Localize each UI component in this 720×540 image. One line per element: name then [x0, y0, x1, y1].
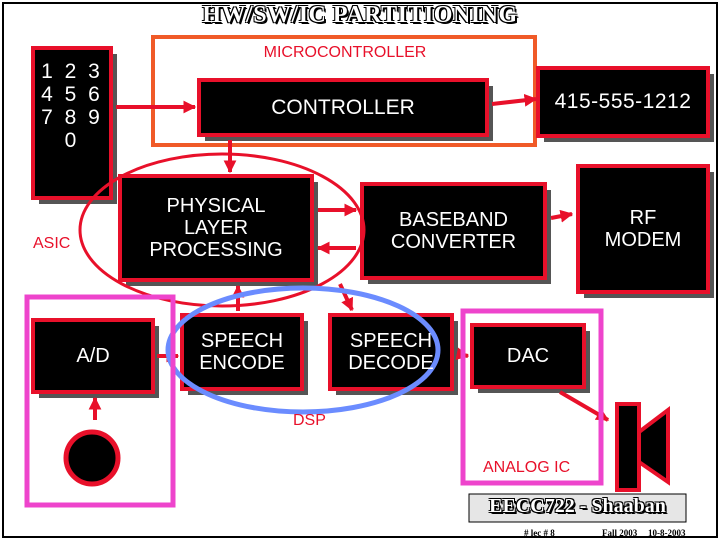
- microcontroller-region: [151, 35, 537, 147]
- arrow-controller-phone: [491, 93, 538, 107]
- block-shapes: [31, 46, 714, 398]
- speech-decode-label: SPEECH DECODE: [330, 315, 452, 389]
- analog-ic-label: ANALOG IC: [483, 459, 571, 476]
- baseband-block: [360, 182, 547, 280]
- page-title: HW/SW/IC PARTITIONING: [202, 2, 518, 28]
- footer-course: EECC722 - Shaaban: [489, 495, 666, 517]
- controller-label: CONTROLLER: [271, 95, 415, 119]
- footer-lecture: # lec # 8: [524, 528, 555, 538]
- speaker-icon: [615, 402, 670, 492]
- footer-date: 10-8-2003: [648, 528, 686, 538]
- rf-modem-label: RF MODEM: [578, 166, 708, 292]
- keypad-keys: 1 2 3 4 5 6 7 8 9 0: [33, 60, 111, 152]
- asic-region: [78, 152, 366, 308]
- speech-encode-block: [180, 313, 304, 391]
- keypad-row-3: 7 8 9: [41, 106, 103, 129]
- rf-modem-line-2: MODEM: [604, 229, 682, 251]
- rf-modem-line-1: RF: [629, 207, 657, 229]
- physical-layer-block: [118, 174, 314, 282]
- dac-label: DAC: [506, 345, 550, 367]
- rf-modem-block: [576, 164, 710, 294]
- dac-block: [470, 323, 586, 389]
- physical-layer-line-1: PHYSICAL: [166, 195, 266, 217]
- controller-block: [197, 78, 489, 137]
- phone-number-label: 415-555-1212: [554, 90, 692, 114]
- ad-label: A/D: [76, 345, 110, 367]
- speech-encode-line-1: SPEECH: [200, 330, 284, 352]
- speech-decode-line-2: DECODE: [348, 352, 434, 374]
- footer-box: [468, 493, 687, 523]
- dsp-region: [165, 285, 441, 415]
- keypad-row-1: 1 2 3: [41, 60, 103, 83]
- speech-encode-line-2: ENCODE: [199, 352, 285, 374]
- baseband-line-1: BASEBAND: [399, 209, 508, 231]
- phone-display-block: [536, 66, 710, 138]
- ad-block: [31, 318, 155, 394]
- physical-layer-label: PHYSICAL LAYER PROCESSING: [120, 176, 312, 280]
- speech-encode-label: SPEECH ENCODE: [182, 315, 302, 389]
- analog-ic-region-left: [24, 294, 176, 508]
- physical-layer-line-3: PROCESSING: [149, 239, 283, 261]
- microphone-icon: [63, 429, 121, 487]
- keypad-row-4: 0: [64, 129, 80, 152]
- analog-ic-region-right: [460, 308, 604, 486]
- dsp-label: DSP: [293, 412, 326, 429]
- keypad-block: [31, 46, 113, 200]
- baseband-line-2: CONVERTER: [390, 231, 517, 253]
- baseband-label: BASEBAND CONVERTER: [362, 184, 545, 278]
- speech-decode-line-1: SPEECH: [349, 330, 433, 352]
- microcontroller-label: MICROCONTROLLER: [263, 44, 427, 61]
- arrow-baseband-rf: [550, 209, 574, 223]
- physical-layer-line-2: LAYER: [183, 217, 249, 239]
- footer-term: Fall 2003: [602, 528, 638, 538]
- asic-label: ASIC: [33, 235, 71, 252]
- keypad-row-2: 4 5 6: [41, 83, 103, 106]
